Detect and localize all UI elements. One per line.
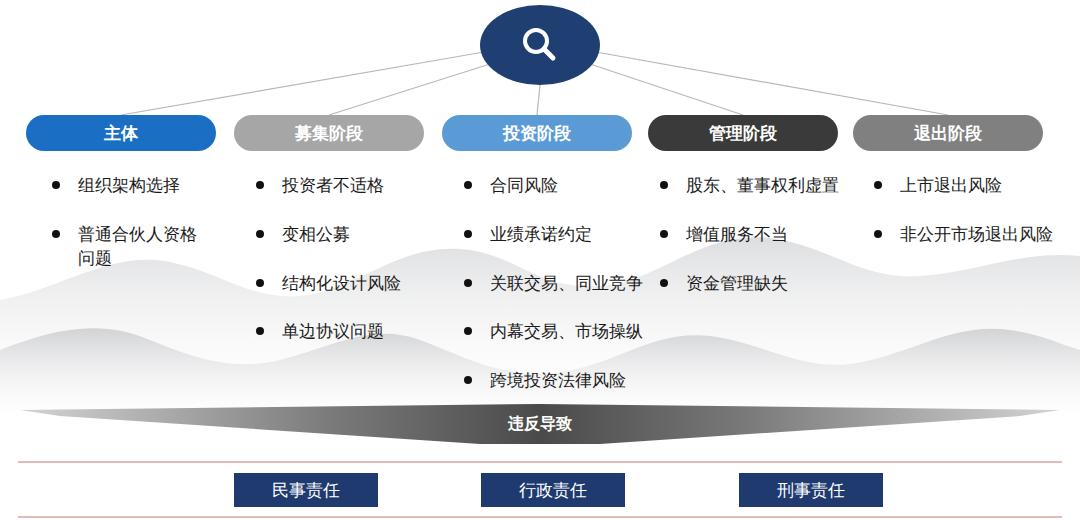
bullet-item: 增值服务不当 <box>686 222 851 246</box>
node-text: 违反导致 <box>508 414 572 435</box>
stage-header: 管理阶段 <box>648 115 838 151</box>
node-text: 管理阶段 <box>709 122 777 145</box>
branch-line <box>596 52 948 115</box>
liability-box: 民事责任 <box>234 473 378 507</box>
node-text: 刑事责任 <box>777 479 845 502</box>
bullet-dot <box>464 279 472 287</box>
node-text: 民事责任 <box>272 479 340 502</box>
bullet-dot <box>874 230 882 238</box>
branch-line <box>329 64 490 115</box>
bullet-dot <box>464 181 472 189</box>
liability-box: 刑事责任 <box>739 473 883 507</box>
bullet-dot <box>256 230 264 238</box>
bullet-item: 非公开市场退出风险 <box>900 222 1072 246</box>
bullet-item: 上市退出风险 <box>900 173 1072 197</box>
bullet-dot <box>660 181 668 189</box>
bullet-item: 内幕交易、市场操纵 <box>490 319 655 343</box>
bullet-item: 普通合伙人资格问题 <box>78 222 208 270</box>
bullet-dot <box>52 181 60 189</box>
liability-box: 行政责任 <box>481 473 625 507</box>
bullet-item: 投资者不适格 <box>282 173 442 197</box>
rule-line <box>18 462 1062 463</box>
stage-header: 主体 <box>26 115 216 151</box>
bullet-dot <box>52 230 60 238</box>
search-circle <box>480 5 600 85</box>
bullet-dot <box>464 376 472 384</box>
bullet-dot <box>660 230 668 238</box>
stage-header: 退出阶段 <box>853 115 1043 151</box>
branch-line <box>537 85 540 115</box>
bullet-item: 关联交易、同业竞争 <box>490 271 655 295</box>
branch-line <box>590 64 743 115</box>
node-text: 退出阶段 <box>914 122 982 145</box>
bullet-dot <box>464 327 472 335</box>
bullet-dot <box>256 181 264 189</box>
result-band: 违反导致 <box>20 404 1060 444</box>
bullet-dot <box>874 181 882 189</box>
bullet-item: 资金管理缺失 <box>686 271 851 295</box>
stage-header: 募集阶段 <box>234 115 424 151</box>
bullet-item: 单边协议问题 <box>282 319 442 343</box>
band-fill <box>20 404 1060 444</box>
bullet-item: 股东、董事权利虚置 <box>686 173 851 197</box>
bullet-dot <box>256 279 264 287</box>
bullet-dot <box>464 230 472 238</box>
node-text: 募集阶段 <box>295 122 363 145</box>
bullet-item: 结构化设计风险 <box>282 271 442 295</box>
magnifier-handle <box>544 49 553 58</box>
bullet-dot <box>660 279 668 287</box>
node-text: 主体 <box>104 122 138 145</box>
bullet-item: 合同风险 <box>490 173 655 197</box>
node-text: 投资阶段 <box>503 122 571 145</box>
bullet-item: 业绩承诺约定 <box>490 222 655 246</box>
bullet-dot <box>256 327 264 335</box>
node-text: 行政责任 <box>519 479 587 502</box>
bullet-item: 组织架构选择 <box>78 173 208 197</box>
bullet-item: 变相公募 <box>282 222 442 246</box>
rule-line <box>18 517 1062 518</box>
bullet-item: 跨境投资法律风险 <box>490 368 655 392</box>
stage-header: 投资阶段 <box>442 115 632 151</box>
